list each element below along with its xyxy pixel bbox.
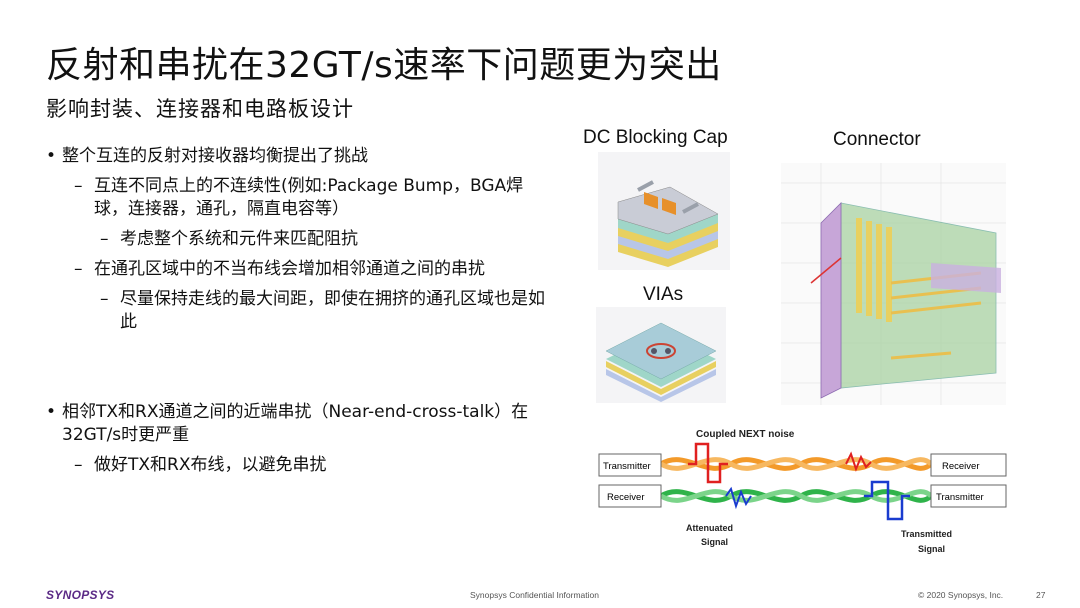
connector-label: Connector (833, 129, 921, 150)
page-title: 反射和串扰在32GT/s速率下问题更为突出 (46, 45, 722, 86)
bullet-list: 整个互连的反射对接收器均衡提出了挑战 互连不同点上的不连续性(例如:Packag… (46, 145, 546, 484)
confidential-notice: Synopsys Confidential Information (470, 590, 599, 600)
bullet-discontinuity: 互连不同点上的不连续性(例如:Package Bump，BGA焊球，连接器，通孔… (74, 175, 546, 221)
bullet-spacing: 尽量保持走线的最大间距，即使在拥挤的通孔区域也是如此 (100, 288, 546, 334)
transmitter-right-label: Transmitter (936, 492, 984, 503)
receiver-right-label: Receiver (942, 461, 980, 472)
synopsys-logo: SYNOPSYS (46, 588, 115, 602)
bullet-tx-rx-routing: 做好TX和RX布线，以避免串扰 (74, 454, 546, 477)
copyright: © 2020 Synopsys, Inc. (918, 590, 1004, 600)
coupled-next-noise-label: Coupled NEXT noise (696, 429, 795, 440)
dc-cap-image (598, 152, 730, 270)
transmitted-label-1: Transmitted (901, 529, 952, 539)
next-crosstalk-diagram: Coupled NEXT noise Transmitter Receiver … (596, 424, 1012, 564)
tx-pulse-red (688, 442, 728, 484)
tx-pulse-blue (864, 480, 910, 521)
bullet-reflection: 整个互连的反射对接收器均衡提出了挑战 (46, 145, 546, 168)
attenuated-label-1: Attenuated (686, 523, 733, 533)
transmitted-label-2: Signal (918, 544, 945, 554)
transmitter-left-label: Transmitter (603, 461, 651, 472)
receiver-left-label: Receiver (607, 492, 645, 503)
bullet-next: 相邻TX和RX通道之间的近端串扰（Near-end-cross-talk）在32… (46, 401, 546, 447)
page-number: 27 (1036, 590, 1046, 600)
dc-cap-label: DC Blocking Cap (583, 127, 728, 148)
page-subtitle: 影响封装、连接器和电路板设计 (46, 97, 354, 121)
vias-label: VIAs (643, 284, 684, 305)
bullet-impedance: 考虑整个系统和元件来匹配阻抗 (100, 228, 546, 251)
vias-image (596, 307, 726, 403)
attenuated-label-2: Signal (701, 537, 728, 547)
connector-image (781, 163, 1006, 405)
bullet-via-routing: 在通孔区域中的不当布线会增加相邻通道之间的串扰 (74, 258, 546, 281)
